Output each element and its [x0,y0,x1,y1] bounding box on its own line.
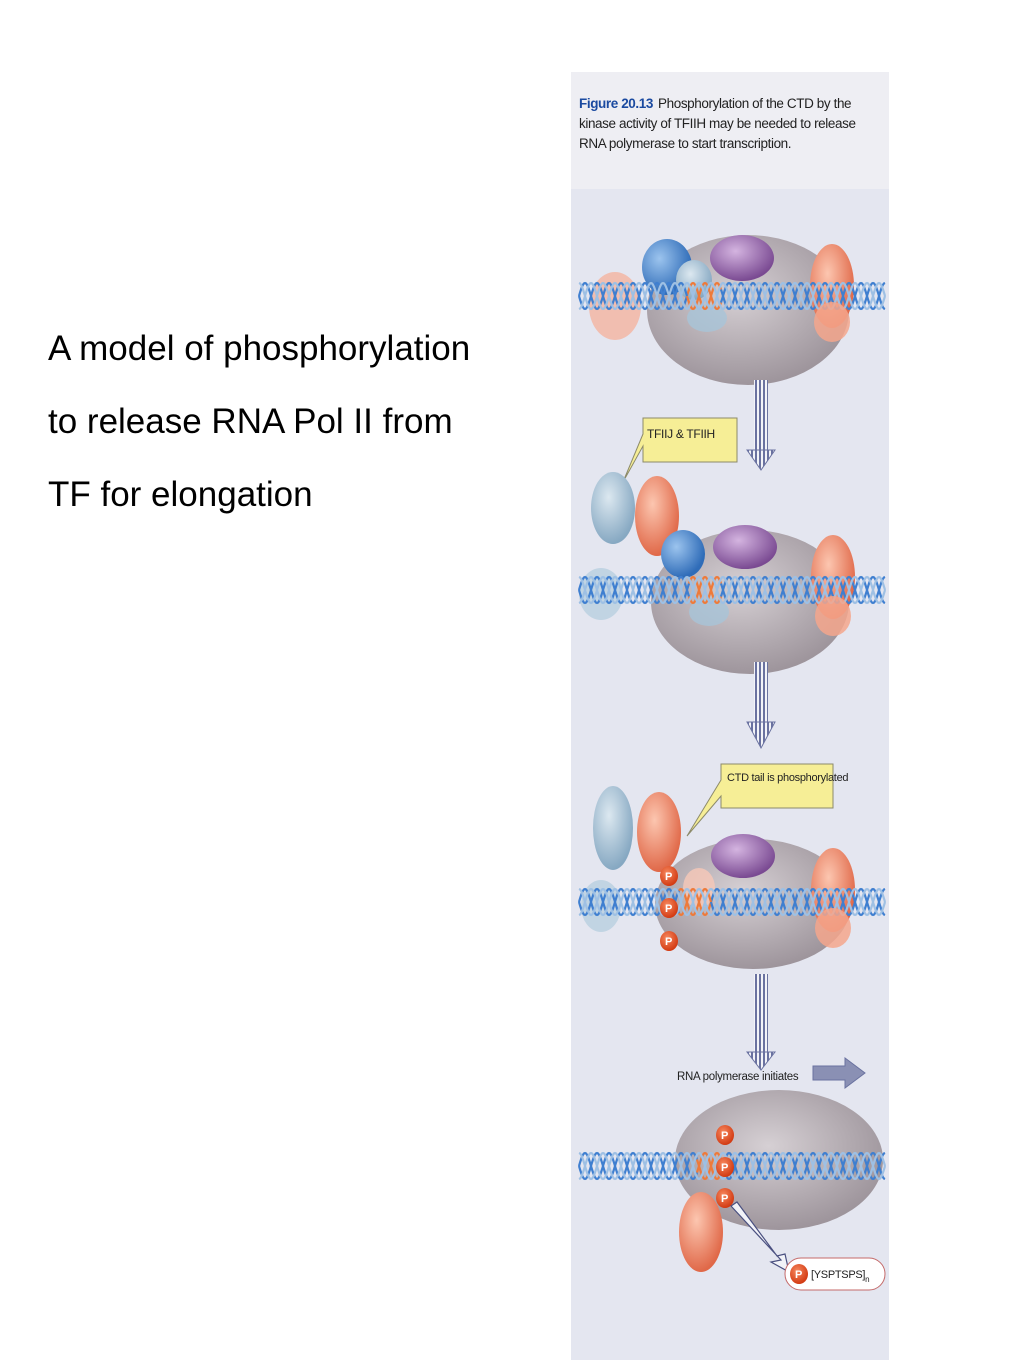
dna-strand-a-melted [687,575,723,605]
dna-strand-a [577,575,691,605]
dna-helix-1 [577,281,887,311]
dna-strand-shadow [578,575,887,605]
callout-ctd-phosphorylated: CTD tail is phosphorylated [686,763,849,837]
tf-salmon-right-lower [815,596,851,636]
dna-helix-4 [577,1151,887,1181]
transcription-diagram: TFIIJ & TFIIH CTD tail is phosphorylated [577,235,887,1291]
tf-salmon-released [637,792,681,872]
dna-strand-a [577,281,689,311]
phospho-group: P P P [660,866,678,951]
dna-strand-b-melted [685,281,723,311]
phosphate-icon [660,931,678,951]
phosphate-label: P [721,1130,728,1142]
slide-text: A model of phosphorylation to release RN… [48,312,548,531]
dna-strand-b [577,887,680,917]
tf-salmon-right-lower [814,302,850,342]
dna-strand-b [577,1151,699,1181]
slide-line-1: A model of phosphorylation [48,329,471,368]
label-repeat: [YSPTSPS]n [811,1269,869,1284]
tf-salmon-right-lower [815,908,851,948]
dna-strand-b [577,281,689,311]
callout-tfiij-tfiih: TFIIJ & TFIIH [622,417,738,483]
label-rna-polymerase-initiates: RNA polymerase initiates [677,1071,799,1083]
tf-small [689,598,729,626]
slide-line-3: TF for elongation [48,475,313,514]
dna-strand-shadow [578,1151,887,1181]
figure-number: Figure 20.13 [579,96,653,111]
tf-salmon-left [589,272,641,340]
down-arrow-1 [746,380,776,471]
label-repeat-sub: n [865,1275,869,1284]
tf-lightblue-released [593,786,633,870]
dna-strand-b [577,575,691,605]
tf-small [687,304,727,332]
phosphate-icon [790,1264,808,1284]
phosphate-label: P [721,1162,728,1174]
stage-3-complex: P P P [577,786,887,969]
stage-4-complex: P P P P [YSPTSPS]n [577,1090,887,1291]
phosphate-icon [660,898,678,918]
phosphate-label: P [665,936,672,948]
label-ctd-phosphorylated: CTD tail is phosphorylated [727,772,848,784]
dna-strand-shadow [578,281,887,311]
tf-lightblue-released [591,472,635,544]
label-tfiij-tfiih: TFIIJ & TFIIH [647,427,715,441]
tf-salmon-released [635,476,679,556]
dna-strand-b-melted [687,575,723,605]
tf-purple [713,525,777,569]
dna-strand-a-melted [685,281,723,311]
phosphate-label: P [665,871,672,883]
dna-strand-a-melted [695,1151,723,1181]
dna-strand-shadow [578,887,887,917]
label-repeat-seq: [YSPTSPS] [811,1269,865,1281]
phospho-group: P P P [716,1125,734,1208]
down-arrow-3 [745,974,777,1071]
stage-2-complex [577,472,887,674]
stage-1-complex [577,235,887,385]
down-arrow-2 [746,662,776,750]
phosphate-icon [660,866,678,886]
phosphate-icon [716,1188,734,1208]
figure-caption-text: Phosphorylation of the CTD by the kinase… [579,96,856,151]
phosphate-icon [716,1157,734,1177]
right-arrow-icon [812,1057,866,1089]
repeat-label-box [784,1257,886,1291]
tf-blue [661,530,705,578]
phosphate-icon [716,1125,734,1145]
dna-strand-a [577,1151,699,1181]
phosphate-label: P [795,1269,802,1281]
pointer-arrow-icon [730,1201,790,1274]
tf-purple [710,235,774,281]
phosphate-label: P [665,903,672,915]
dna-strand-b-melted [695,1151,723,1181]
slide-line-2: to release RNA Pol II from [48,402,453,441]
tf-purple [711,834,775,878]
phosphate-label: P [721,1193,728,1205]
tf-salmon [679,1192,723,1272]
dna-strand-shadow [578,1151,887,1181]
